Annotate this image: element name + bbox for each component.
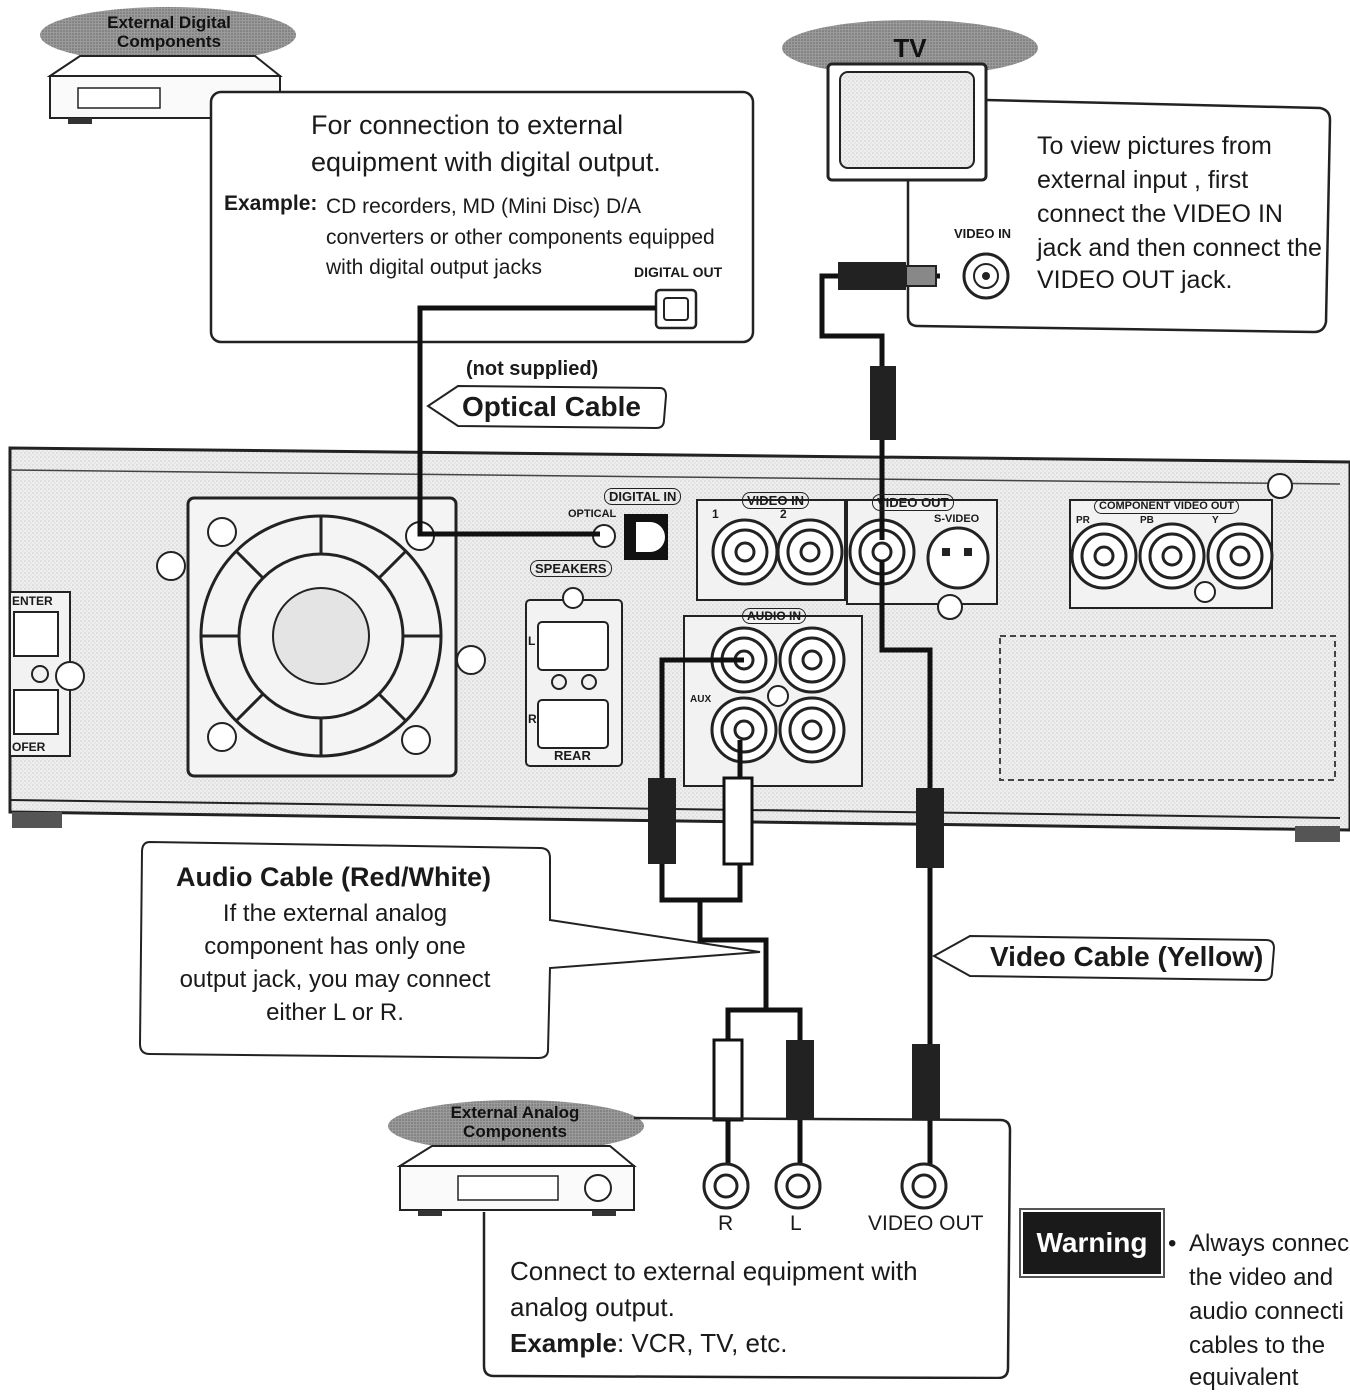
- analog-jack-video: VIDEO OUT: [868, 1212, 984, 1235]
- digital-example-line2: converters or other components equipped: [326, 226, 715, 249]
- digital-example-line3: with digital output jacks: [326, 256, 542, 279]
- audio-cable-callout: [138, 840, 761, 1060]
- tv-device: [782, 20, 1038, 182]
- panel-optical: OPTICAL: [568, 508, 617, 520]
- panel-video-in: VIDEO IN: [742, 492, 810, 510]
- analog-jack-l: L: [790, 1212, 802, 1235]
- warning-bullet: •: [1168, 1230, 1177, 1257]
- audio-callout-title: Audio Cable (Red/White): [176, 862, 491, 892]
- panel-spk-r: R: [528, 712, 537, 726]
- tv-cable-plug: [870, 366, 896, 440]
- analog-components-label: External Analog Components: [420, 1103, 610, 1141]
- panel-woofer: OFER: [12, 740, 46, 754]
- video-plug-lower: [912, 1044, 940, 1120]
- component-video-out-section: [999, 473, 1336, 781]
- tv-info-line1: To view pictures from: [1037, 132, 1272, 160]
- analog-jack-r: R: [718, 1212, 734, 1235]
- audio-in-section: [683, 615, 863, 787]
- panel-svideo: S-VIDEO: [934, 513, 980, 525]
- audio-callout-line4: either L or R.: [266, 999, 404, 1026]
- audio-plug-white-upper: [722, 776, 754, 866]
- analog-example: Example: VCR, TV, etc.: [510, 1328, 787, 1359]
- panel-aux: AUX: [690, 694, 712, 705]
- warning-badge: Warning: [1019, 1208, 1165, 1278]
- panel-audio-in: AUDIO IN: [742, 608, 806, 625]
- analog-label-line2: Components: [463, 1121, 567, 1141]
- center-woofer-terminals: [9, 591, 85, 757]
- analog-component-device: [388, 1100, 644, 1216]
- tv-info-line5: VIDEO OUT jack.: [1037, 266, 1233, 294]
- video-cable-callout: [931, 934, 1276, 982]
- audio-plug-white-lower: [712, 1038, 744, 1122]
- panel-video-out: VIDEO OUT: [872, 494, 954, 512]
- digital-info-line2: equipment with digital output.: [311, 147, 661, 177]
- optical-not-supplied: (not supplied): [466, 358, 599, 380]
- tv-info-line3: connect the VIDEO IN: [1037, 200, 1283, 228]
- cooling-fan: [156, 496, 486, 778]
- panel-y: Y: [1212, 515, 1219, 526]
- digital-label-line1: External Digital: [107, 13, 231, 32]
- digital-example-label: Example:: [224, 192, 318, 215]
- audio-callout-line2: component has only one: [204, 933, 466, 960]
- digital-example-word: Example: [224, 192, 311, 215]
- panel-center: ENTER: [12, 594, 53, 608]
- panel-pr: PR: [1076, 515, 1090, 526]
- panel-vin-2: 2: [780, 507, 787, 521]
- digital-components-label: External Digital Components: [74, 13, 264, 51]
- analog-example-text: : VCR, TV, etc.: [616, 1328, 788, 1358]
- analog-label-line1: External Analog: [450, 1103, 580, 1122]
- warning-line5: equivalent: [1189, 1364, 1299, 1391]
- digital-example-line1: CD recorders, MD (Mini Disc) D/A: [326, 195, 642, 218]
- audio-plug-red-upper: [648, 778, 676, 864]
- warning-line1: Always connec: [1189, 1230, 1350, 1257]
- panel-spk-l: L: [528, 634, 536, 648]
- optical-cable-title: Optical Cable: [462, 391, 641, 422]
- audio-callout-line3: output jack, you may connect: [179, 966, 491, 993]
- video-in-section: [696, 499, 846, 601]
- digital-in-jack: [592, 514, 668, 560]
- warning-line2: the video and: [1189, 1264, 1334, 1291]
- panel-pb: PB: [1140, 515, 1154, 526]
- panel-vin-1: 1: [712, 507, 719, 521]
- digital-info-box: [209, 90, 755, 344]
- warning-line4: cables to the: [1189, 1332, 1326, 1359]
- analog-output-jacks: [702, 1162, 948, 1210]
- optical-cable: [417, 305, 656, 537]
- analog-info-line2: analog output.: [510, 1292, 675, 1322]
- panel-speakers: SPEAKERS: [530, 560, 612, 578]
- tv-info-line2: external input , first: [1037, 166, 1249, 194]
- audio-callout-line1: If the external analog: [222, 900, 448, 927]
- tv-video-in-label: VIDEO IN: [954, 226, 1012, 241]
- tv-plug: [838, 262, 937, 290]
- optical-cable-callout: [426, 384, 668, 430]
- audio-plug-red-lower: [786, 1040, 814, 1120]
- panel-component-out: COMPONENT VIDEO OUT: [1094, 499, 1240, 514]
- tv-label: TV: [893, 33, 927, 63]
- panel-rear: REAR: [554, 748, 591, 763]
- analog-info-box: [482, 1116, 1012, 1379]
- tv-info-box: [906, 98, 1332, 334]
- video-in-jack: [962, 252, 1010, 300]
- analog-info-line1: Connect to external equipment with: [510, 1256, 918, 1286]
- tv-info-line4: jack and then connect the: [1037, 234, 1322, 262]
- video-out-section: [846, 499, 998, 620]
- analog-example-label: Example: [510, 1328, 617, 1358]
- rear-speaker-terminals: [525, 587, 623, 767]
- video-plug-upper: [916, 788, 944, 868]
- panel-digital-in: DIGITAL IN: [604, 488, 682, 506]
- digital-out-label: DIGITAL OUT: [634, 264, 723, 280]
- warning-line3: audio connecti: [1189, 1298, 1344, 1325]
- digital-out-jack: [654, 288, 698, 330]
- digital-info-line1: For connection to external: [311, 110, 624, 140]
- video-cable-analog: [879, 560, 933, 1180]
- digital-label-line2: Components: [117, 31, 221, 51]
- video-callout-title: Video Cable (Yellow): [990, 941, 1264, 972]
